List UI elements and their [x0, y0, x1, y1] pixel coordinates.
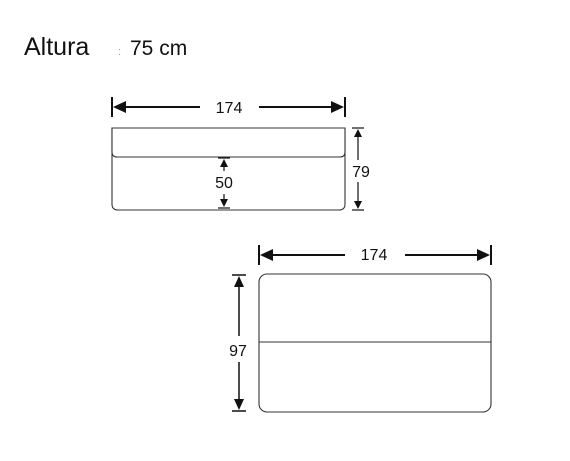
front-height-dimension	[232, 274, 246, 412]
top-view-backrest	[111, 127, 346, 158]
seat-depth-dimension	[218, 157, 230, 209]
top-width-dimension	[111, 97, 346, 117]
top-view: 174 79 50	[111, 97, 370, 211]
height-separator: :	[118, 46, 121, 58]
height-value: 75 cm	[130, 37, 187, 60]
front-view: 174 97	[229, 245, 492, 413]
front-height-label: 97	[229, 343, 247, 360]
front-width-dimension	[258, 245, 492, 265]
top-depth-label: 79	[352, 164, 370, 181]
top-depth-dimension	[352, 127, 364, 211]
top-width-label: 174	[216, 100, 243, 117]
front-view-outline	[258, 273, 492, 413]
front-width-label: 174	[361, 247, 388, 264]
seat-depth-label: 50	[215, 175, 233, 192]
height-title: Altura	[24, 33, 89, 61]
